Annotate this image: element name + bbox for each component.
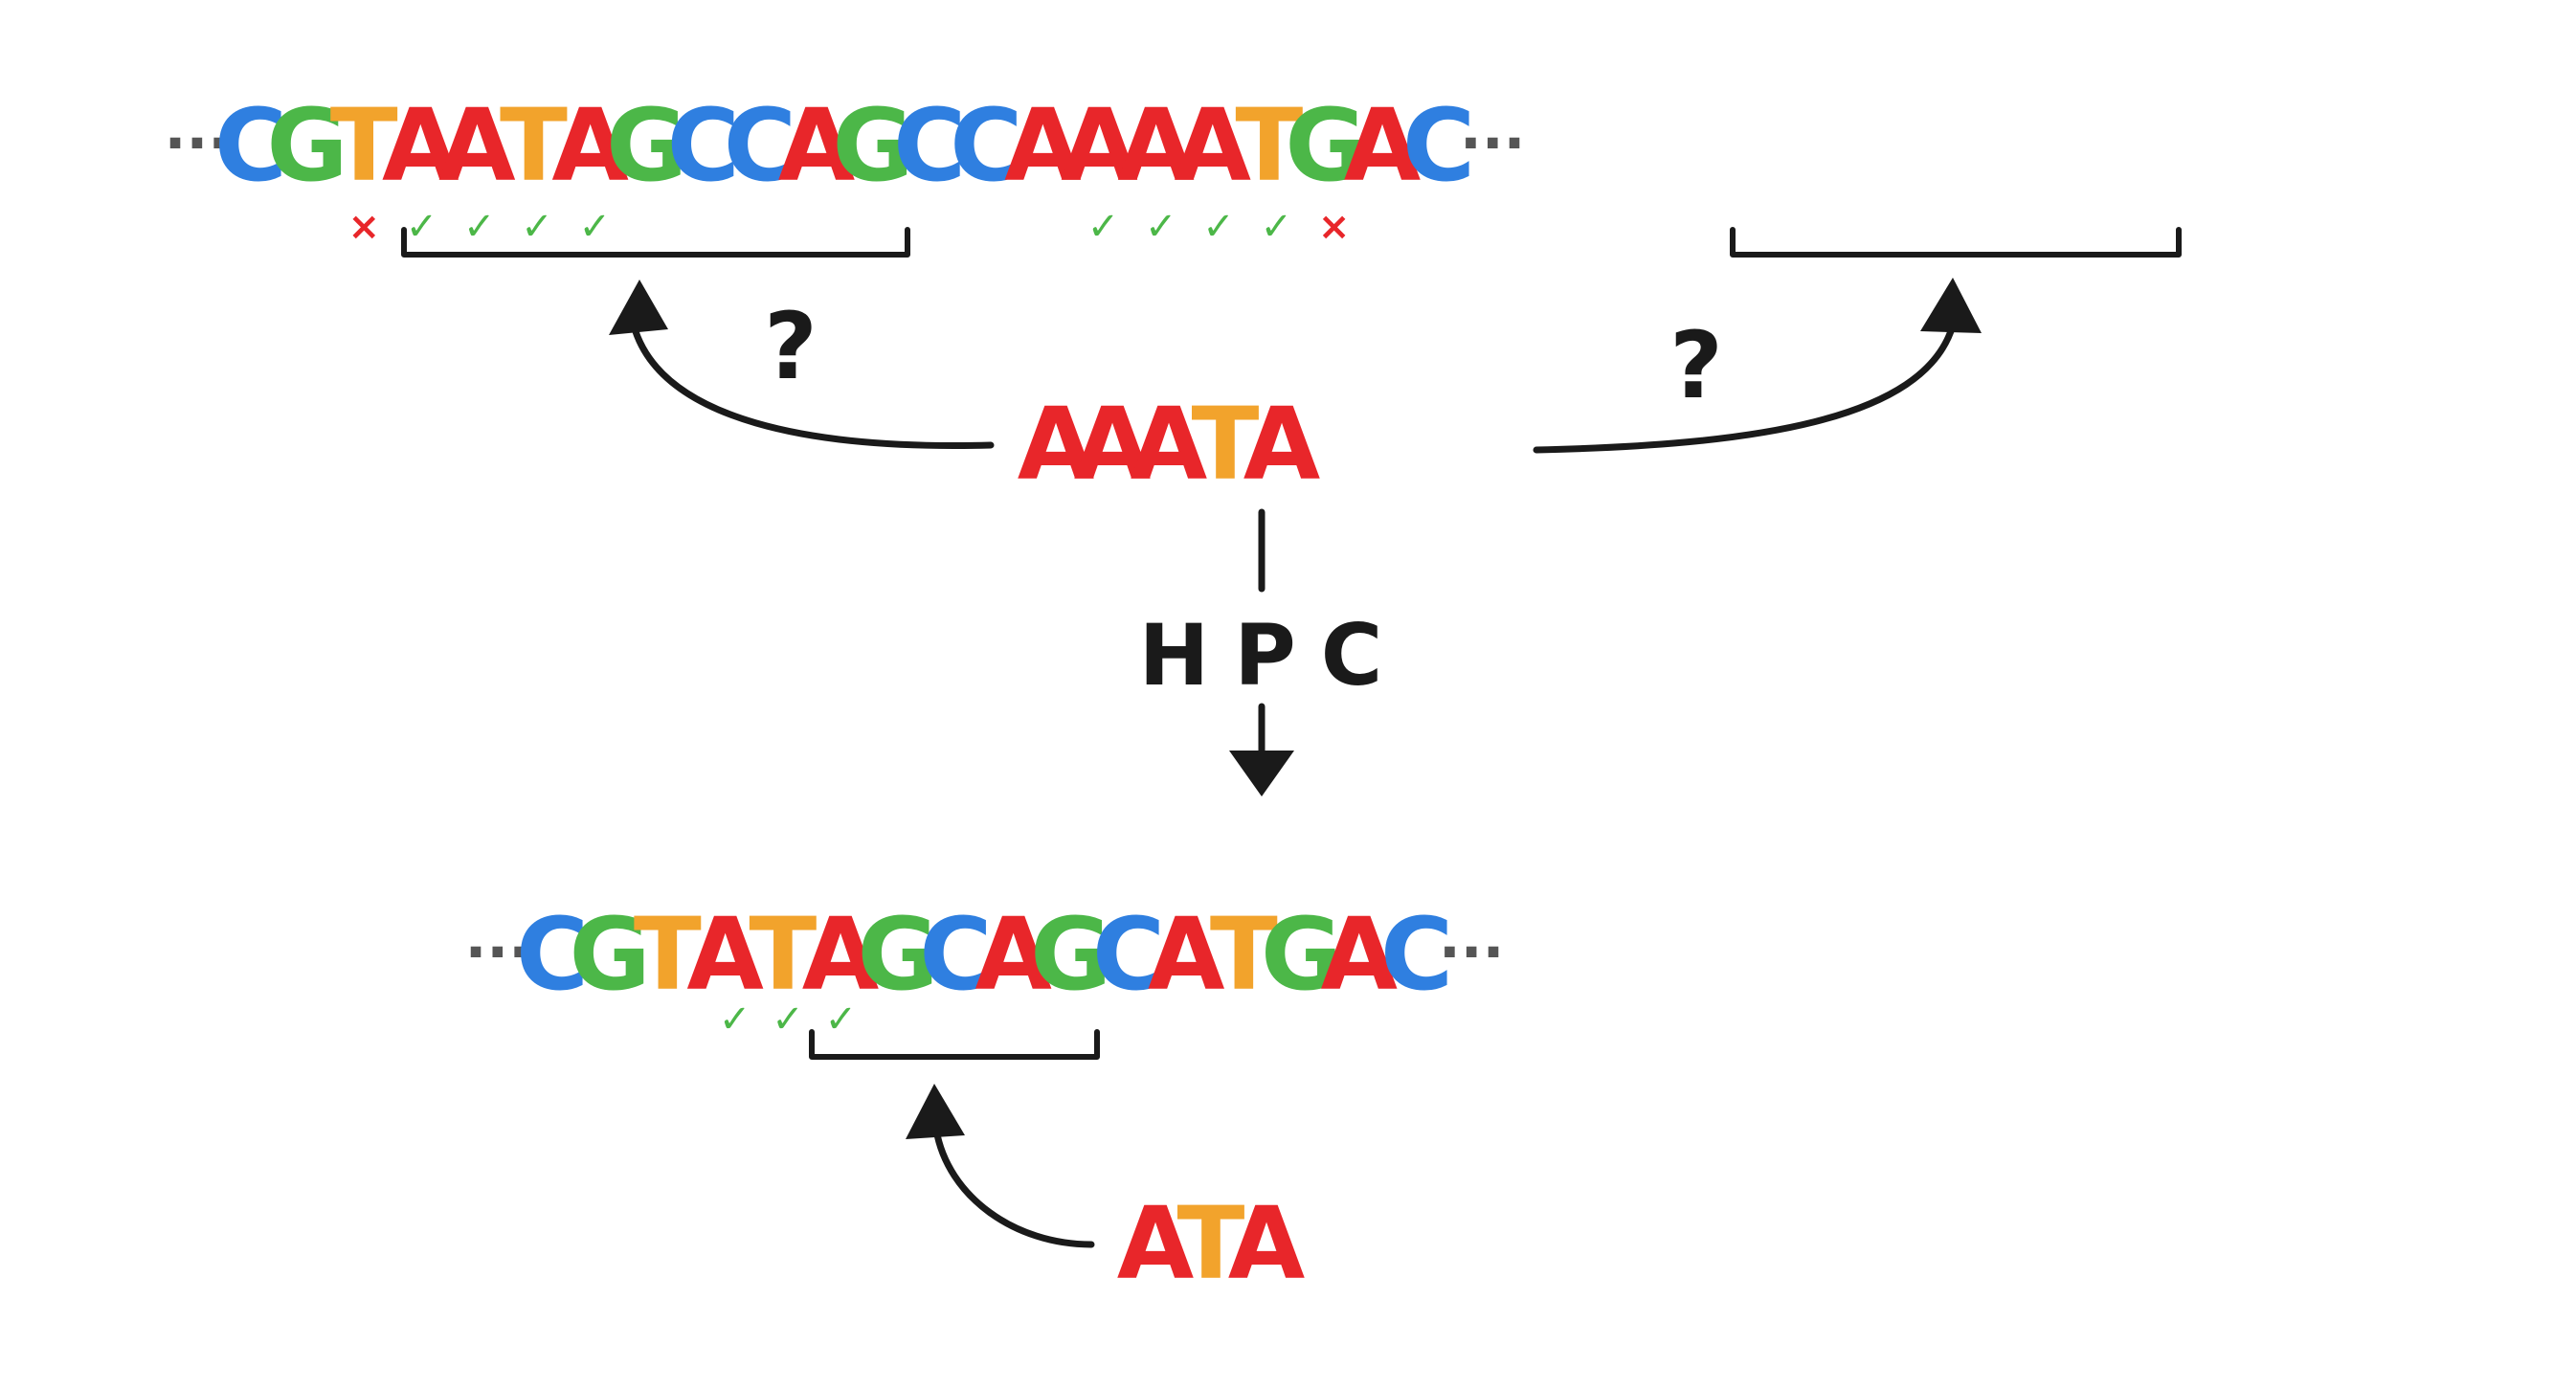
hpc-alignment: ✓ ✓ ✓ [719, 998, 1100, 1060]
base-a: A [778, 87, 856, 204]
match-mark: ✓ [719, 998, 751, 1042]
left-alignment-bracket [401, 227, 910, 258]
hpc-query-sequence: ATA [1117, 1185, 1306, 1302]
ellipsis-left: ··· [465, 919, 530, 986]
base-a: A [686, 896, 764, 1013]
base-c: C [950, 87, 1022, 204]
right-question-mark: ? [1669, 312, 1723, 419]
hpc-query-arrow-head [906, 1084, 965, 1139]
base-a: A [438, 87, 516, 204]
hpc-query-arrow-curve [932, 1126, 1095, 1248]
base-g: G [1030, 896, 1111, 1013]
hpc-transform-arrow: HPC [1139, 508, 1408, 796]
base-g: G [266, 87, 347, 204]
base-t: T [1235, 87, 1303, 204]
base-g: G [858, 896, 939, 1013]
right-alignment-marks: ✓ ✓ ✓ ✓ × [1087, 205, 1351, 249]
base-c: C [214, 87, 287, 204]
base-c: C [516, 896, 589, 1013]
right-arrow-curve [1533, 322, 1957, 454]
base-c: C [667, 87, 740, 204]
match-mark: ✓ [579, 205, 612, 249]
match-mark: ✓ [521, 205, 553, 249]
base-a: A [1117, 87, 1195, 204]
right-candidate-arrow: ? [1533, 278, 1982, 454]
left-candidate-arrow: ? [609, 280, 995, 449]
base-a: A [1228, 1185, 1306, 1302]
left-alignment-marks: × ✓ ✓ ✓ ✓ [347, 205, 611, 249]
base-t: T [500, 87, 568, 204]
base-g: G [606, 87, 687, 204]
match-mark: ✓ [406, 205, 438, 249]
hpc-query-arrow [906, 1084, 1095, 1248]
base-c: C [893, 87, 966, 204]
base-a: A [1004, 87, 1082, 204]
match-mark: ✓ [1145, 205, 1177, 249]
left-alignment: × ✓ ✓ ✓ ✓ [347, 205, 910, 258]
match-mark: ✓ [772, 998, 804, 1042]
base-a: A [1321, 896, 1399, 1013]
base-a: A [1174, 87, 1251, 204]
base-a: A [1117, 1185, 1195, 1302]
match-mark: ✓ [1261, 205, 1293, 249]
base-t: T [749, 896, 817, 1013]
base-a: A [1148, 896, 1225, 1013]
base-a: A [551, 87, 629, 204]
left-arrow-curve [630, 322, 995, 449]
base-g: G [1261, 896, 1342, 1013]
ellipsis-left: ··· [165, 110, 230, 177]
base-a: A [382, 87, 459, 204]
base-t: T [1177, 1185, 1245, 1302]
hpc-arrow-head [1229, 751, 1294, 796]
base-a: A [802, 896, 880, 1013]
right-arrow-head [1920, 278, 1982, 333]
base-c: C [1380, 896, 1453, 1013]
base-c: C [1402, 87, 1475, 204]
base-a: A [1061, 87, 1138, 204]
base-t: T [330, 87, 398, 204]
right-alignment-bracket [1730, 227, 2182, 258]
base-a: A [974, 896, 1052, 1013]
left-question-mark: ? [764, 293, 818, 400]
base-a: A [1243, 386, 1321, 503]
base-a: A [1018, 386, 1095, 503]
mismatch-mark: × [1318, 205, 1351, 249]
right-alignment: ✓ ✓ ✓ ✓ × [1087, 205, 2182, 258]
match-mark: ✓ [463, 205, 496, 249]
base-t: T [634, 896, 702, 1013]
base-a: A [1344, 87, 1422, 204]
match-mark: ✓ [825, 998, 858, 1042]
base-g: G [1285, 87, 1366, 204]
base-a: A [1074, 386, 1152, 503]
base-g: G [832, 87, 913, 204]
base-g: G [570, 896, 651, 1013]
hpc-alignment-marks: ✓ ✓ ✓ [719, 998, 857, 1042]
base-a: A [1131, 386, 1208, 503]
base-t: T [1192, 386, 1260, 503]
mismatch-mark: × [347, 205, 380, 249]
hpc-alignment-bracket [809, 1029, 1100, 1060]
ellipsis-right: ··· [1439, 919, 1504, 986]
hpc-label: HPC [1139, 606, 1408, 705]
left-arrow-head [609, 280, 668, 335]
ellipsis-right: ··· [1460, 110, 1525, 177]
base-c: C [919, 896, 992, 1013]
base-t: T [1210, 896, 1278, 1013]
base-c: C [1092, 896, 1165, 1013]
base-c: C [724, 87, 796, 204]
match-mark: ✓ [1087, 205, 1120, 249]
match-mark: ✓ [1202, 205, 1235, 249]
